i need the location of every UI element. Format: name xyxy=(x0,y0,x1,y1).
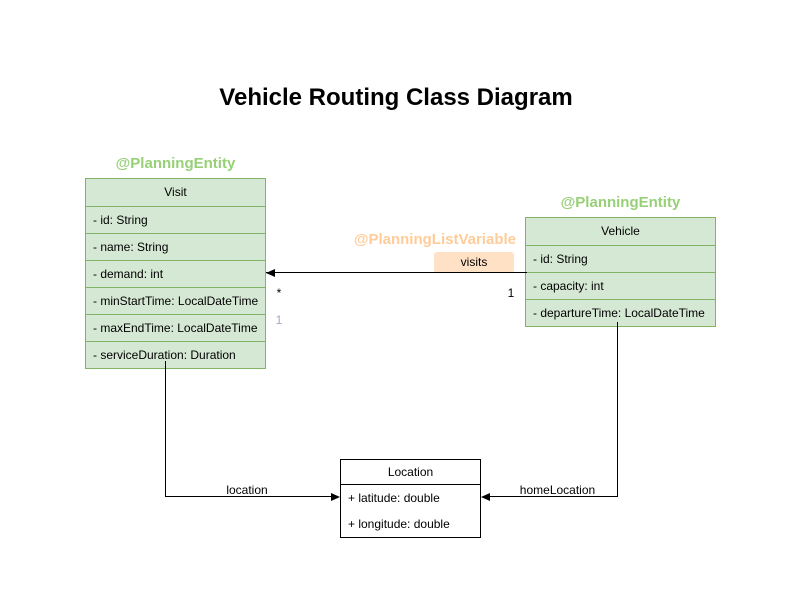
class-attribute-row: - departureTime: LocalDateTime xyxy=(533,306,705,320)
edge-visit-location-horizontal xyxy=(165,496,331,497)
location-edge-label: location xyxy=(226,483,268,497)
class-box-visit: Visit - id: String - name: String - dema… xyxy=(85,178,266,369)
class-attribute-row: + latitude: double xyxy=(348,491,440,505)
arrowhead-icon xyxy=(331,493,340,501)
class-attribute-row: - capacity: int xyxy=(526,273,715,300)
homelocation-edge-label: homeLocation xyxy=(519,483,596,497)
class-attribute-row: - name: String xyxy=(86,234,265,261)
class-attribute-row: - id: String xyxy=(86,207,265,234)
multiplicity-secondary: 1 xyxy=(275,313,283,327)
arrowhead-icon xyxy=(481,493,490,501)
class-attribute-row: - serviceDuration: Duration xyxy=(93,348,236,362)
class-attribute-row: - maxEndTime: LocalDateTime xyxy=(86,315,265,342)
edge-vehicle-homelocation-horizontal xyxy=(490,496,618,497)
class-name-visit: Visit xyxy=(86,179,265,207)
class-attribute-row: + longitude: double xyxy=(348,517,450,531)
edge-visits xyxy=(266,272,527,273)
edge-vehicle-homelocation-vertical xyxy=(617,322,618,497)
arrowhead-icon xyxy=(266,269,275,277)
class-attribute-row: - id: String xyxy=(526,246,715,273)
annotation-planning-list-variable: @PlanningListVariable xyxy=(353,231,516,248)
diagram-title: Vehicle Routing Class Diagram xyxy=(219,84,573,111)
multiplicity-target-star: * xyxy=(276,286,282,300)
annotation-planning-entity-vehicle: @PlanningEntity xyxy=(560,194,681,211)
annotation-planning-entity-visit: @PlanningEntity xyxy=(115,155,236,172)
edge-visit-location-vertical xyxy=(165,361,166,497)
class-attribute-row: - minStartTime: LocalDateTime xyxy=(86,288,265,315)
class-attribute-row: - demand: int xyxy=(86,261,265,288)
class-box-location: Location + latitude: double + longitude:… xyxy=(340,459,481,538)
class-name-vehicle: Vehicle xyxy=(526,218,715,246)
multiplicity-source-one: 1 xyxy=(507,286,515,300)
class-name-location: Location xyxy=(341,460,480,485)
visits-edge-label-badge: visits xyxy=(434,252,514,273)
class-box-vehicle: Vehicle - id: String - capacity: int - d… xyxy=(525,217,716,327)
